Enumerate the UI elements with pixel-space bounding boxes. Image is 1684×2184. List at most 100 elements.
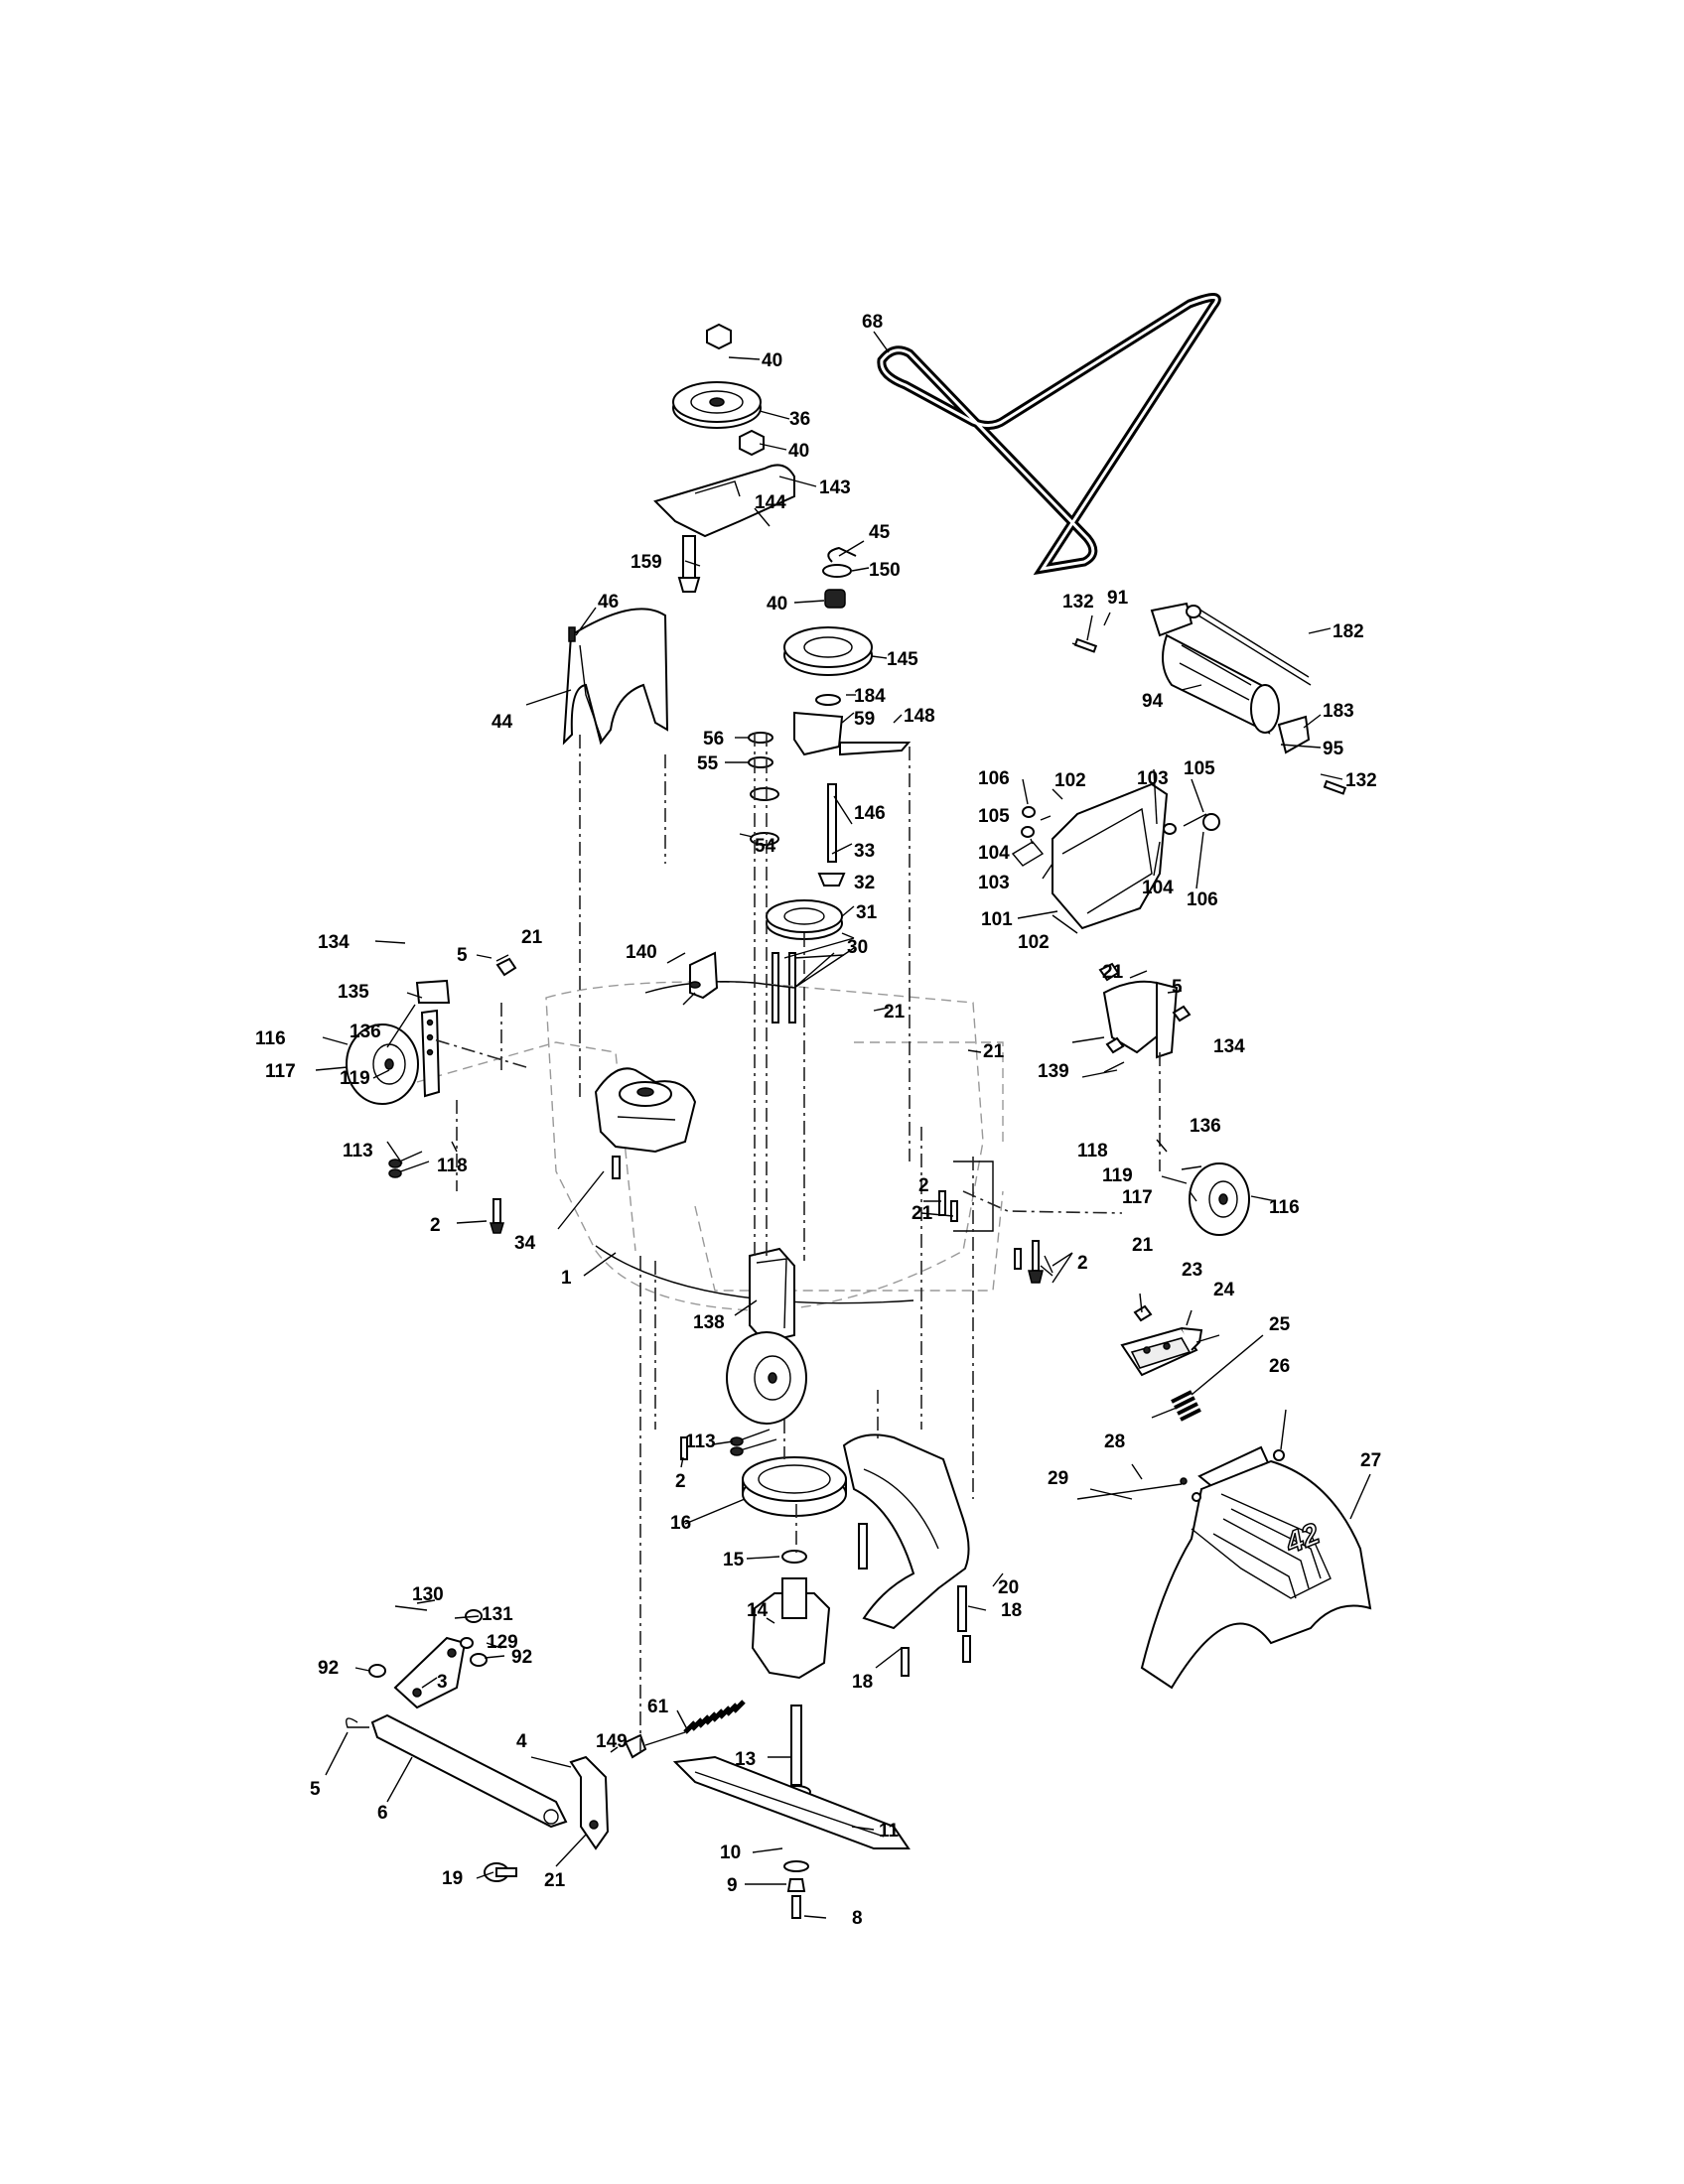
callout-130: 130 <box>412 1584 444 1605</box>
callout-59: 59 <box>854 709 875 730</box>
callout-183: 183 <box>1323 701 1354 722</box>
callout-134-left: 134 <box>318 932 350 953</box>
callout-2-right: 2 <box>1077 1253 1088 1274</box>
callout-6: 6 <box>377 1803 388 1824</box>
callout-149: 149 <box>596 1731 628 1752</box>
callout-106-left: 106 <box>978 768 1010 789</box>
callout-101: 101 <box>981 909 1013 930</box>
callout-31: 31 <box>856 902 878 923</box>
center-pulley-stack <box>783 546 912 756</box>
callout-2-lower: 2 <box>675 1471 686 1492</box>
callout-105-right: 105 <box>1184 758 1215 779</box>
callout-145: 145 <box>887 649 918 670</box>
mower-deck <box>416 981 1004 1311</box>
callout-159: 159 <box>631 552 662 573</box>
callout-44: 44 <box>491 712 513 733</box>
callout-18-right: 18 <box>1001 1600 1022 1621</box>
callout-56: 56 <box>703 729 724 750</box>
callout-16: 16 <box>670 1513 691 1534</box>
callout-20: 20 <box>998 1577 1019 1598</box>
callout-102-bottom: 102 <box>1018 932 1050 953</box>
deck-link-bracket <box>1120 1326 1203 1422</box>
callout-18-left: 18 <box>852 1672 873 1693</box>
callout-119-left: 119 <box>340 1068 370 1089</box>
callout-134-right: 134 <box>1213 1036 1245 1057</box>
callout-34: 34 <box>514 1233 536 1254</box>
callout-40-top: 40 <box>762 350 782 371</box>
hardware-fasteners <box>489 637 1347 1677</box>
left-spindle <box>594 1067 697 1154</box>
callout-21-center: 21 <box>884 1002 906 1023</box>
callout-102-top: 102 <box>1054 770 1086 791</box>
lift-linkage <box>346 1605 610 1882</box>
callout-106-right: 106 <box>1187 889 1218 910</box>
callout-5-left: 5 <box>457 945 468 966</box>
callout-15: 15 <box>723 1550 745 1570</box>
callout-21-bottom: 21 <box>544 1870 566 1891</box>
callout-28: 28 <box>1104 1432 1125 1452</box>
callout-132-bottom: 132 <box>1345 770 1377 791</box>
callout-148: 148 <box>904 706 935 727</box>
callout-40-mid: 40 <box>788 441 809 462</box>
callout-9: 9 <box>727 1875 738 1896</box>
callout-55: 55 <box>697 753 719 774</box>
callout-140: 140 <box>626 942 657 963</box>
callout-21-bracket: 21 <box>1132 1235 1154 1256</box>
callout-103-left: 103 <box>978 873 1010 893</box>
callout-19: 19 <box>442 1868 463 1889</box>
assembly-center-lines <box>426 733 1161 1757</box>
callout-136-left: 136 <box>350 1022 381 1042</box>
callout-138: 138 <box>693 1312 725 1333</box>
callout-104-right: 104 <box>1142 878 1174 898</box>
callout-94: 94 <box>1142 691 1164 712</box>
callout-4: 4 <box>516 1731 527 1752</box>
callout-119-right: 119 <box>1102 1165 1133 1186</box>
callout-118-right: 118 <box>1077 1141 1108 1161</box>
callout-21-right: 21 <box>983 1041 1005 1062</box>
callout-117-right: 117 <box>1122 1187 1153 1208</box>
callout-32: 32 <box>854 873 875 893</box>
callout-21-upper-right: 21 <box>1102 962 1124 983</box>
top-idler-assembly <box>653 323 795 593</box>
callout-14: 14 <box>747 1600 769 1621</box>
deflector-shield <box>1011 782 1220 930</box>
callout-113-center: 113 <box>685 1432 716 1452</box>
mower-blade <box>672 1755 911 1919</box>
right-gauge-wheel <box>1102 980 1250 1236</box>
callout-29: 29 <box>1048 1468 1068 1489</box>
callout-23: 23 <box>1182 1260 1202 1281</box>
callout-54: 54 <box>755 836 776 857</box>
leader-lines <box>315 331 1371 1919</box>
spindle-stack <box>742 1456 847 1806</box>
callout-36: 36 <box>789 409 810 430</box>
callout-5-lower: 5 <box>310 1779 321 1800</box>
callout-131: 131 <box>482 1604 513 1625</box>
callout-113-left: 113 <box>343 1141 373 1161</box>
baffle <box>842 1433 970 1632</box>
callout-11: 11 <box>879 1821 900 1842</box>
rear-roller <box>1071 602 1312 754</box>
callout-117-left: 117 <box>265 1061 296 1082</box>
callout-92-right: 92 <box>511 1647 532 1668</box>
callout-104-left: 104 <box>978 843 1010 864</box>
callout-146: 146 <box>854 803 886 824</box>
callout-21-lower: 21 <box>912 1203 933 1224</box>
callout-24: 24 <box>1213 1280 1235 1300</box>
callout-8: 8 <box>852 1908 863 1929</box>
callout-143: 143 <box>819 478 851 498</box>
callout-91: 91 <box>1107 588 1129 609</box>
callout-184: 184 <box>854 686 886 707</box>
callout-132-top: 132 <box>1062 592 1094 613</box>
callout-139: 139 <box>1038 1061 1069 1082</box>
callout-2-left: 2 <box>430 1215 441 1236</box>
callout-30: 30 <box>847 937 868 958</box>
callout-150: 150 <box>869 560 901 581</box>
callout-103-right: 103 <box>1137 768 1169 789</box>
callout-10: 10 <box>720 1843 741 1863</box>
callout-27: 27 <box>1360 1450 1381 1471</box>
callout-40-center: 40 <box>767 594 787 614</box>
belt-cover <box>562 608 669 746</box>
callout-25: 25 <box>1269 1314 1291 1335</box>
front-gauge-wheel <box>726 1247 807 1456</box>
